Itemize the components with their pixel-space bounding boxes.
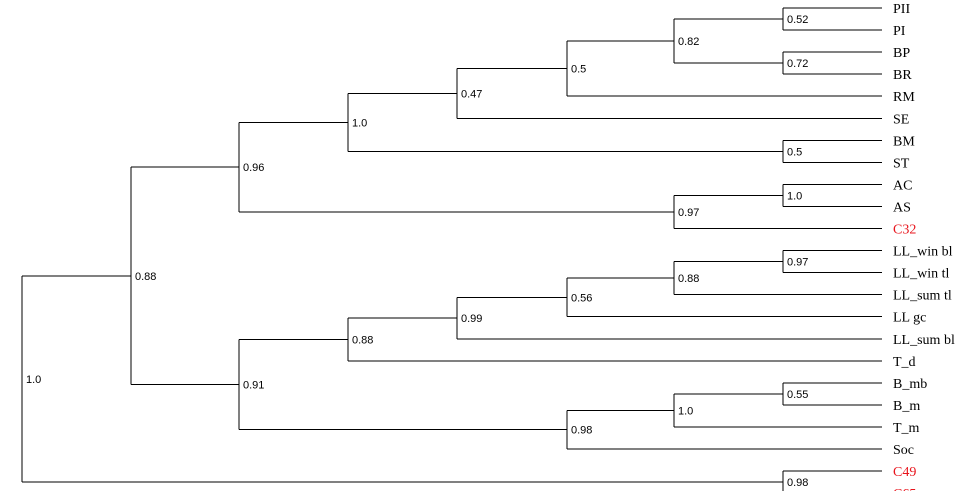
support-value-n_bp_br: 0.72 <box>787 58 808 70</box>
leaf-label-ST: ST <box>893 156 910 171</box>
support-value-n_c32: 0.97 <box>678 207 699 219</box>
support-value-n_p_b: 0.82 <box>678 36 699 48</box>
leaf-label-C32: C32 <box>893 223 916 238</box>
leaf-label-AC: AC <box>893 178 912 193</box>
leaf-label-LLsumbl: LL_sum bl <box>893 333 955 348</box>
support-value-n_lower: 0.91 <box>243 380 264 392</box>
support-value-root: 1.0 <box>26 374 41 386</box>
support-value-n_upper: 0.96 <box>243 162 264 174</box>
leaf-label-Td: T_d <box>893 355 916 370</box>
support-value-n_c49_c65: 0.98 <box>787 477 808 489</box>
leaf-label-Soc: Soc <box>893 443 914 458</box>
leaf-label-LLwinbl: LL_win bl <box>893 245 953 260</box>
leaf-label-C49: C49 <box>893 465 916 480</box>
leaf-label-LLgc: LL gc <box>893 311 926 326</box>
leaf-label-BP: BP <box>893 46 910 61</box>
support-value-n_soc: 0.98 <box>571 425 592 437</box>
leaf-label-Bm: B_m <box>893 399 920 414</box>
support-value-n_main: 0.88 <box>135 271 156 283</box>
support-value-n_upper_a: 1.0 <box>352 117 367 129</box>
leaf-label-Bmb: B_mb <box>893 377 927 392</box>
support-value-n_llwin: 0.97 <box>787 257 808 269</box>
support-value-n_td: 0.88 <box>352 334 373 346</box>
leaf-label-Tm: T_m <box>893 421 920 436</box>
leaf-label-BM: BM <box>893 134 915 149</box>
support-value-n_pii_pi: 0.52 <box>787 14 808 26</box>
support-value-n_b: 0.55 <box>787 389 808 401</box>
tree-branches <box>21 7 882 491</box>
leaf-label-RM: RM <box>893 90 915 105</box>
support-values: 0.52 0.72 0.82 0.5 0.47 0.5 1.0 1.0 0.97 0.96 0.97… <box>26 14 808 489</box>
support-value-n_ac_as: 1.0 <box>787 190 802 202</box>
support-value-n_llsumtl: 0.88 <box>678 273 699 285</box>
leaf-label-C65: C65 <box>893 487 916 491</box>
support-value-n_llgc: 0.56 <box>571 292 592 304</box>
leaf-label-SE: SE <box>893 112 909 127</box>
leaf-label-PI: PI <box>893 24 906 39</box>
support-value-n_rm: 0.5 <box>571 64 586 76</box>
leaf-label-PII: PII <box>893 2 910 17</box>
support-value-n_llsumbl: 0.99 <box>461 313 482 325</box>
support-value-n_tm: 1.0 <box>678 405 693 417</box>
support-value-n_bm_st: 0.5 <box>787 146 802 158</box>
support-value-n_se: 0.47 <box>461 88 482 100</box>
leaf-label-LLwintl: LL_win tl <box>893 267 949 282</box>
leaf-label-BR: BR <box>893 68 912 83</box>
leaf-label-AS: AS <box>893 200 911 215</box>
leaf-label-LLsumtl: LL_sum tl <box>893 289 952 304</box>
